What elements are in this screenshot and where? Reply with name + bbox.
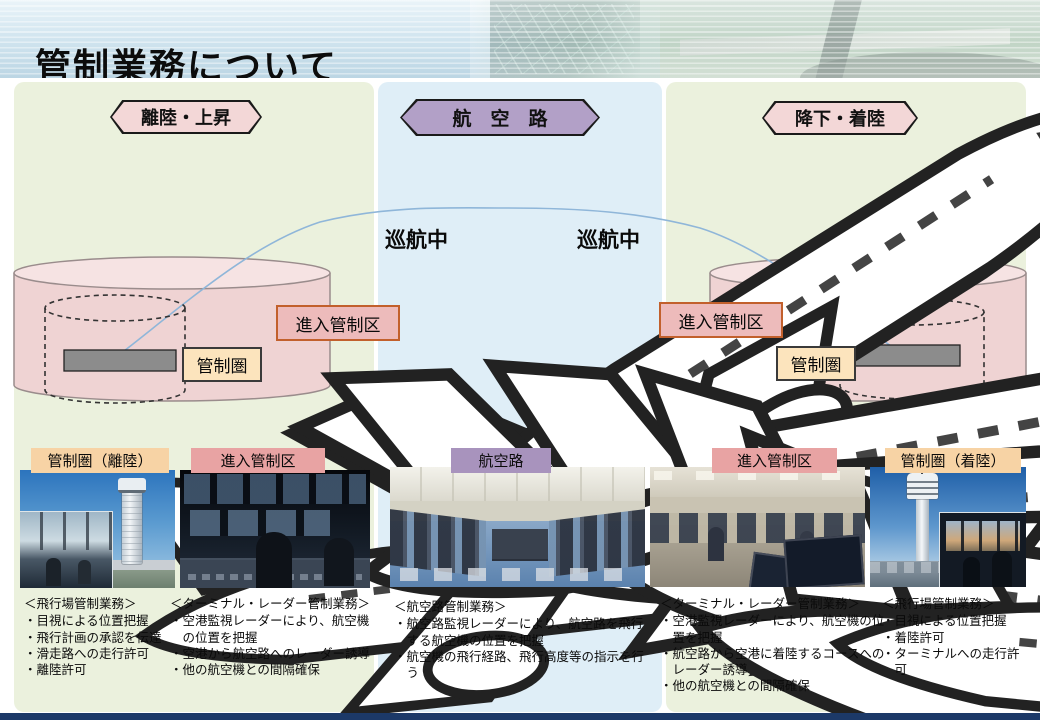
- description-item: ・滑走路への走行許可: [24, 646, 150, 661]
- description-airfield-landing: ＜飛行場管制業務＞ ・目視による位置把握・着陸許可・ターミナルへの走行許可: [882, 596, 1024, 678]
- header-photo-cockpit-view: [470, 0, 1040, 78]
- description-airfield-takeoff: ＜飛行場管制業務＞ ・目視による位置把握・飛行計画の承認を伝達・滑走路への走行許…: [24, 596, 174, 678]
- phase-label-descent-landing: 降下・着陸: [762, 101, 918, 135]
- tower-cab-graphic: [118, 478, 146, 493]
- phase-label-enroute: 航 空 路: [400, 99, 600, 136]
- description-item: ・空港から航空路へのレーダー誘導: [170, 646, 371, 661]
- description-item: ・目視による位置把握: [882, 614, 1007, 629]
- description-list: ・目視による位置把握・着陸許可・ターミナルへの走行許可: [882, 613, 1024, 678]
- phase-label-text: 離陸・上昇: [141, 108, 231, 128]
- radar-screens-row-graphic: [190, 510, 330, 536]
- photo-control-tower-landing: [870, 467, 1026, 587]
- controller-silhouette: [963, 557, 980, 587]
- controller-silhouette: [992, 551, 1012, 587]
- phase-label-text: 降下・着陸: [795, 109, 885, 129]
- window-mullions-graphic: [20, 512, 112, 550]
- cruising-label-left: 巡航中: [385, 228, 448, 252]
- approach-area-label-right: 進入管制区: [659, 302, 783, 338]
- photo-label-control-zone-landing: 管制圏（着陸）: [885, 448, 1021, 473]
- description-item: ・他の航空機との間隔確保: [660, 679, 810, 694]
- description-terminal-radar-landing: ＜ターミナル・レーダー管制業務＞ ・空港監視レーダーにより、航空機の位置を把握・…: [660, 596, 886, 695]
- tower-rings-graphic: [907, 477, 938, 495]
- description-terminal-radar-takeoff: ＜ターミナル・レーダー管制業務＞ ・空港監視レーダーにより、航空機の位置を把握・…: [170, 596, 372, 678]
- photo-label-enroute: 航空路: [451, 448, 551, 473]
- description-heading: ＜飛行場管制業務＞: [882, 597, 995, 611]
- page-title: 管制業務について: [35, 46, 338, 78]
- footer-bar: [0, 713, 1040, 720]
- approach-area-label-left: 進入管制区: [276, 305, 400, 341]
- description-item: ・空港監視レーダーにより、航空機の位置を把握: [660, 614, 885, 645]
- radar-screens-row-graphic: [184, 474, 366, 504]
- photo-control-tower-takeoff: [20, 470, 175, 588]
- foreground-screen-graphic: [783, 534, 865, 587]
- cruising-label-right: 巡航中: [577, 228, 640, 252]
- description-item: ・他の航空機との間隔確保: [170, 663, 320, 677]
- description-list: ・航空路監視レーダーにより、航空路を飛行する航空機の位置を把握・航空機の飛行経路…: [394, 616, 650, 681]
- console-bank-graphic: [549, 509, 645, 577]
- description-heading: ＜ターミナル・レーダー管制業務＞: [170, 597, 371, 611]
- controller-silhouette: [46, 558, 61, 586]
- control-zone-label-left: 管制圏: [182, 347, 262, 382]
- phase-label-takeoff-climb: 離陸・上昇: [110, 100, 262, 134]
- description-item: ・離陸許可: [24, 663, 87, 677]
- description-item: ・航空機の飛行経路、飛行高度等の指示を行う: [394, 649, 645, 680]
- controller-silhouette: [256, 532, 292, 588]
- description-item: ・目視による位置把握: [24, 614, 149, 629]
- header: 管制業務について: [0, 0, 1040, 78]
- description-item: ・航空路から空港に着陸するコースへのレーダー誘導: [660, 646, 885, 677]
- phase-label-text: 航 空 路: [452, 109, 548, 130]
- controller-silhouette: [78, 560, 91, 584]
- description-item: ・空港監視レーダーにより、航空機の位置を把握: [170, 614, 370, 645]
- description-item: ・航空路監視レーダーにより、航空路を飛行する航空機の位置を把握: [394, 617, 644, 648]
- control-tower-graphic: [916, 495, 929, 561]
- description-item: ・飛行計画の承認を伝達: [24, 630, 162, 645]
- photo-approach-radar-room-dark: [180, 470, 370, 588]
- photo-approach-radar-room-light: [650, 467, 865, 587]
- description-item: ・ターミナルへの走行許可: [882, 646, 1020, 677]
- description-heading: ＜飛行場管制業務＞: [24, 597, 137, 611]
- tower-texture-graphic: [122, 484, 142, 564]
- description-airway: ＜航空路管制業務＞ ・航空路監視レーダーにより、航空路を飛行する航空機の位置を把…: [394, 599, 650, 681]
- center-console-graphic: [492, 529, 548, 559]
- description-heading: ＜航空路管制業務＞: [394, 600, 507, 614]
- window-mullions-graphic: [946, 521, 1020, 551]
- description-item: ・着陸許可: [882, 630, 945, 645]
- photo-glare-overlay: [470, 0, 1040, 78]
- description-heading: ＜ターミナル・レーダー管制業務＞: [660, 597, 861, 611]
- photo-area-control-center: [390, 467, 645, 587]
- description-list: ・空港監視レーダーにより、航空機の位置を把握・空港から航空路へのレーダー誘導・他…: [170, 613, 372, 678]
- console-bank-graphic: [390, 509, 486, 577]
- photo-label-control-zone-takeoff: 管制圏（離陸）: [31, 448, 169, 473]
- description-list: ・目視による位置把握・飛行計画の承認を伝達・滑走路への走行許可・離陸許可: [24, 613, 174, 678]
- control-zone-label-right: 管制圏: [776, 346, 856, 381]
- photo-label-approach-takeoff: 進入管制区: [191, 448, 325, 473]
- controller-silhouette: [708, 527, 724, 561]
- photo-label-approach-landing: 進入管制区: [712, 448, 837, 473]
- controller-silhouette: [324, 538, 354, 586]
- description-list: ・空港監視レーダーにより、航空機の位置を把握・航空路から空港に着陸するコースへの…: [660, 613, 886, 694]
- desks-graphic: [400, 568, 635, 581]
